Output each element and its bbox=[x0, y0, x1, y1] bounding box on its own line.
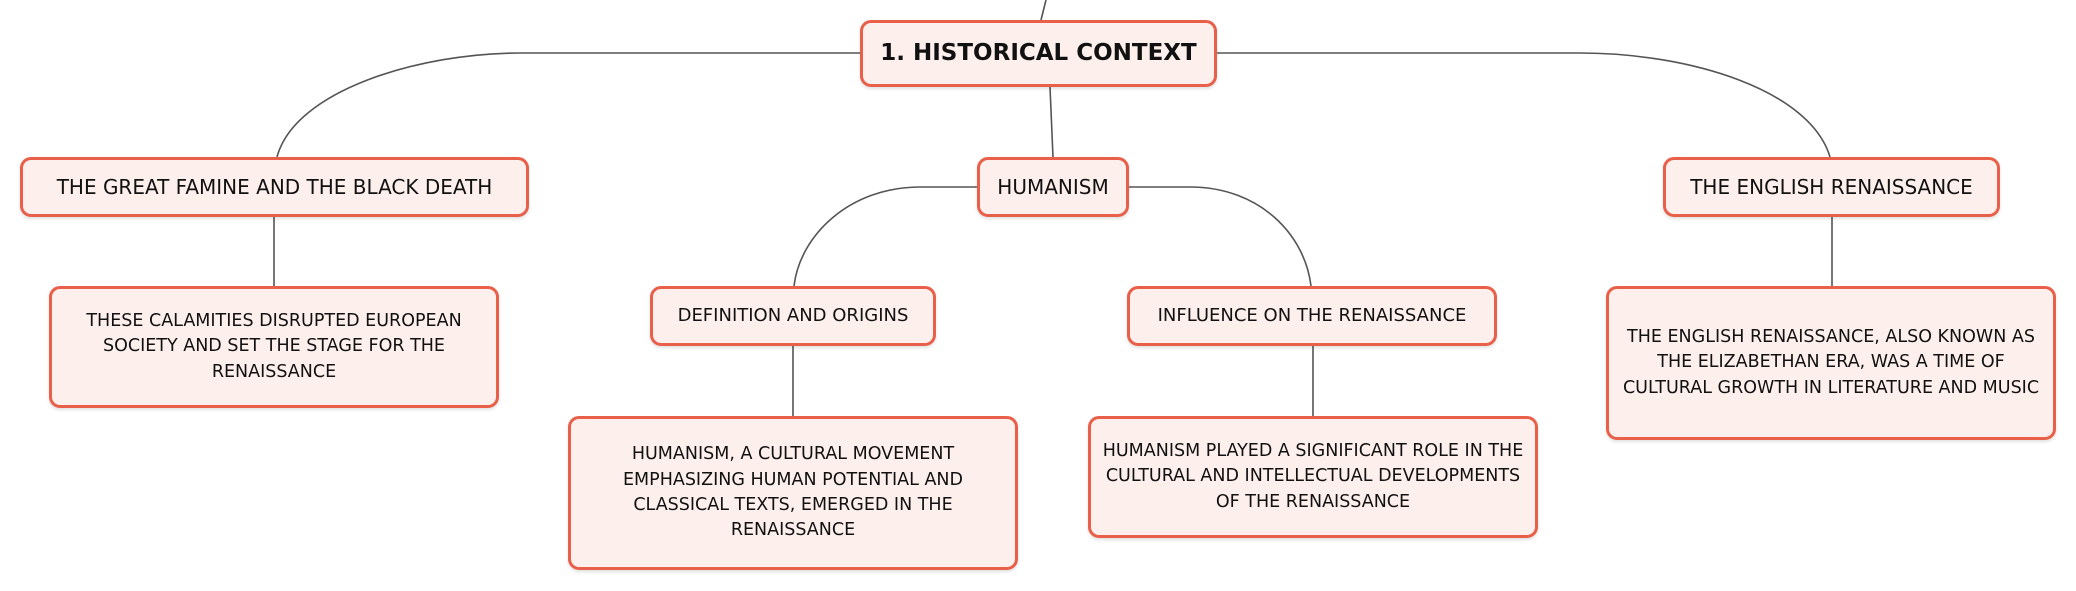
connector-humanism-to-influence bbox=[1129, 186, 1312, 287]
detail-node-calamities[interactable]: THESE CALAMITIES DISRUPTED EUROPEAN SOCI… bbox=[49, 286, 499, 408]
detail-node-humanism-definition[interactable]: HUMANISM, A CULTURAL MOVEMENT EMPHASIZIN… bbox=[568, 416, 1018, 570]
topic-node-humanism[interactable]: HUMANISM bbox=[977, 157, 1129, 217]
detail-node-text: HUMANISM PLAYED A SIGNIFICANT ROLE IN TH… bbox=[1102, 440, 1524, 512]
subtopic-node-label: INFLUENCE ON THE RENAISSANCE bbox=[1157, 304, 1467, 326]
root-node-label: 1. HISTORICAL CONTEXT bbox=[880, 39, 1197, 66]
subtopic-node-definition[interactable]: DEFINITION AND ORIGINS bbox=[650, 286, 936, 346]
topic-node-label: THE ENGLISH RENAISSANCE bbox=[1690, 174, 1973, 199]
detail-node-humanism-influence[interactable]: HUMANISM PLAYED A SIGNIFICANT ROLE IN TH… bbox=[1088, 416, 1538, 538]
connector-parent-offscreen bbox=[1040, 0, 1047, 21]
topic-node-label: THE GREAT FAMINE AND THE BLACK DEATH bbox=[56, 174, 493, 199]
connector-humanism-to-definition bbox=[793, 186, 977, 287]
topic-node-english-renaissance[interactable]: THE ENGLISH RENAISSANCE bbox=[1663, 157, 2000, 217]
subtopic-node-label: DEFINITION AND ORIGINS bbox=[677, 304, 909, 326]
detail-node-text: THESE CALAMITIES DISRUPTED EUROPEAN SOCI… bbox=[86, 310, 462, 382]
connector-root-to-humanism bbox=[1049, 86, 1054, 158]
root-node[interactable]: 1. HISTORICAL CONTEXT bbox=[860, 20, 1217, 87]
topic-node-famine[interactable]: THE GREAT FAMINE AND THE BLACK DEATH bbox=[20, 157, 529, 217]
subtopic-node-influence[interactable]: INFLUENCE ON THE RENAISSANCE bbox=[1127, 286, 1497, 346]
connector-root-to-famine bbox=[276, 52, 860, 158]
detail-node-english-renaissance[interactable]: THE ENGLISH RENAISSANCE, ALSO KNOWN AS T… bbox=[1606, 286, 2056, 440]
detail-node-text: THE ENGLISH RENAISSANCE, ALSO KNOWN AS T… bbox=[1622, 326, 2040, 398]
detail-node-text: HUMANISM, A CULTURAL MOVEMENT EMPHASIZIN… bbox=[622, 444, 963, 541]
connector-root-to-english bbox=[1217, 52, 1831, 158]
topic-node-label: HUMANISM bbox=[997, 174, 1109, 199]
